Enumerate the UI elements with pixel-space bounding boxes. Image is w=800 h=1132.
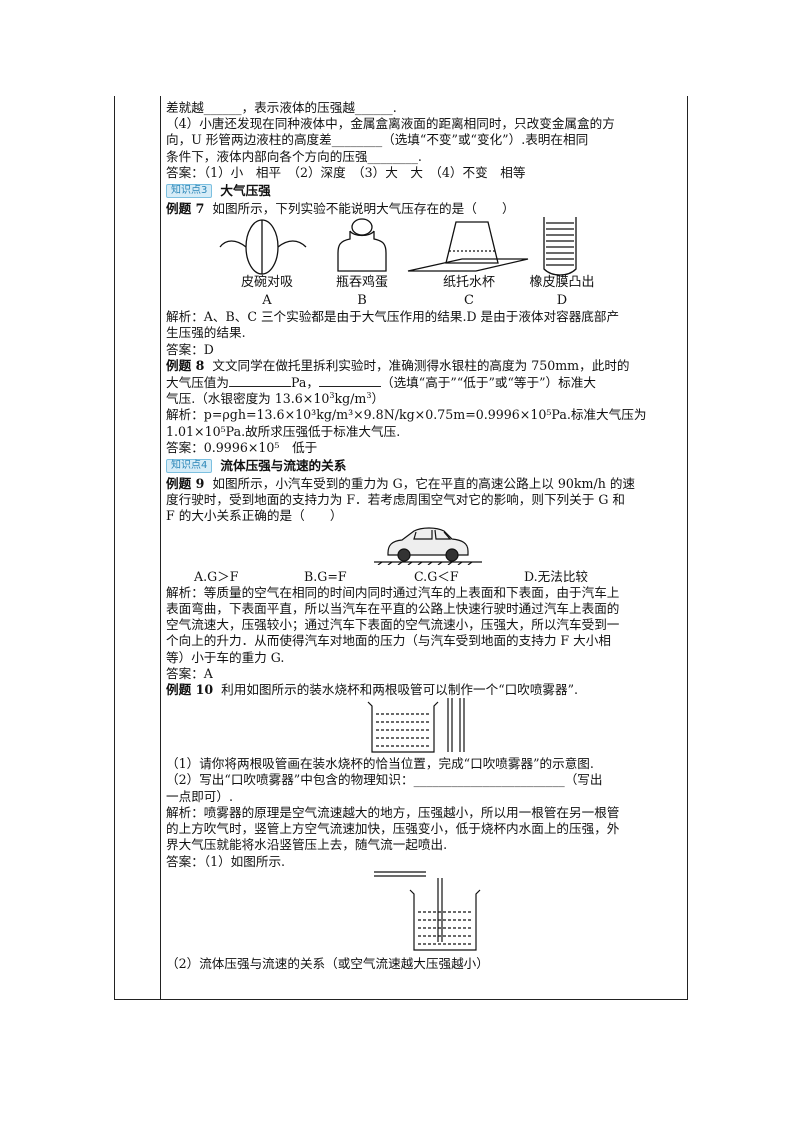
caption-b: 瓶吞鸡蛋: [335, 275, 388, 291]
analysis-line: 生压强的结果.: [166, 325, 246, 341]
worksheet-content: 差就越______，表示液体的压强越______. （4）小唐还发现在同种液体中…: [166, 100, 686, 972]
letter-a: A: [262, 293, 272, 309]
section-title: 大气压强: [220, 182, 271, 198]
knowledge-badge: 知识点3: [166, 184, 213, 199]
analysis-line: 解析：等质量的空气在相同的时间内同时通过汽车的上表面和下表面，由于汽车上: [166, 584, 620, 600]
analysis-line: 解析：p=ρgh=13.6×10³kg/m³×9.8N/kg×0.75m=0.9…: [166, 407, 647, 423]
answer-line: 答案：D: [166, 341, 214, 357]
option-d: D.无法比较: [524, 568, 589, 584]
text-line: 差就越______，表示液体的压强越______.: [166, 100, 397, 115]
analysis-line: 的上方吹气时，竖管上方空气流速加快，压强变小，低于烧杯内水面上的压强，外: [166, 821, 620, 837]
caption-c: 纸托水杯: [442, 275, 495, 291]
example-9-options: A.G＞F B.G=F C.G＜F D.无法比较: [166, 569, 686, 585]
caption-a: 皮碗对吸: [240, 275, 293, 291]
car-illustration: [374, 527, 482, 566]
example-10-figure: [166, 698, 686, 756]
question-text: kg/m: [334, 391, 367, 407]
answer-line: 答案：A: [166, 665, 213, 681]
example-7-figure: 皮碗对吸 瓶吞鸡蛋 纸托水杯 橡皮膜凸出 A B C D: [166, 217, 686, 309]
answer-line: 答案：0.9996×10⁵ 低于: [166, 439, 318, 455]
option-b: B.G=F: [304, 568, 347, 584]
text-line: 条件下，液体内部向各个方向的压强________.: [166, 148, 422, 164]
option-a: A.G＞F: [194, 568, 239, 584]
superscript: 3: [366, 391, 372, 401]
letter-c: C: [464, 293, 474, 309]
question-text: ）: [371, 391, 385, 407]
paper-cup-illustration: [407, 221, 529, 272]
question-line: （2）写出“口吹喷雾器”中包含的物理知识：___________________…: [166, 772, 603, 788]
question-text: Pa，: [290, 375, 319, 391]
answer-line: 答案：（1）如图所示.: [166, 853, 286, 869]
analysis-line: 界大气压就能将水沿竖管压上去，随气流一起喷出.: [166, 837, 448, 853]
answer-blank: [318, 374, 381, 388]
answer-blank: [228, 374, 291, 388]
bottle-egg-illustration: [337, 218, 387, 272]
table-border-right: [687, 96, 688, 1000]
example-7-question: 例题 7 如图所示，下列实验不能说明大气压存在的是（ ）: [166, 201, 686, 217]
question-line: 一点即可）.: [166, 788, 233, 804]
beaker-straws-illustration: [367, 698, 465, 753]
question-line: F 的大小关系正确的是（ ）: [166, 508, 343, 524]
question-text: 利用如图所示的装水烧杯和两根吸管可以制作一个“口吹喷雾器”.: [221, 682, 579, 698]
analysis-line: 等）小于车的重力 G.: [166, 649, 285, 665]
table-column-divider: [160, 96, 161, 1000]
table-border-left: [114, 96, 115, 1000]
question-text: （选填“高于”“低于”或“等于”）标准大: [380, 375, 596, 391]
answer-figure: [166, 870, 686, 954]
suction-cups-illustration: [219, 219, 307, 275]
knowledge-point-4-header: 知识点4 流体压强与流速的关系: [166, 457, 686, 475]
question-line: （1）请你将两根吸管画在装水烧杯的恰当位置，完成“口吹喷雾器”的示意图.: [166, 756, 594, 772]
table-border-bottom: [114, 999, 688, 1000]
example-8-question: 例题 8 文文同学在做托里拆利实验时，准确测得水银柱的高度为 750mm，此时的: [166, 358, 686, 374]
analysis-line: 1.01×10⁵Pa.故所求压强低于标准大气压.: [166, 423, 401, 439]
example-label: 例题 10: [166, 682, 214, 698]
knowledge-point-3-header: 知识点3 大气压强: [166, 182, 686, 200]
example-label: 例题 7: [166, 201, 205, 217]
analysis-line: 解析：A、B、C 三个实验都是由于大气压作用的结果.D 是由于液体对容器底部产: [166, 309, 620, 325]
example-9-figure: [166, 525, 686, 566]
question-text: 如图所示，下列实验不能说明大气压存在的是（ ）: [212, 201, 515, 217]
sprayer-answer-illustration: [374, 871, 481, 951]
question-text: 如图所示，小汽车受到的重力为 G，它在平直的高速公路上以 90km/h 的速: [212, 476, 636, 492]
text-line: （4）小唐还发现在同种液体中，金属盒离液面的距离相同时，只改变金属盒的方: [166, 116, 615, 132]
knowledge-badge: 知识点4: [166, 459, 213, 474]
example-label: 例题 8: [166, 357, 205, 373]
example-10-question: 例题 10 利用如图所示的装水烧杯和两根吸管可以制作一个“口吹喷雾器”.: [166, 682, 686, 698]
answer-line: （2）流体压强与流速的关系（或空气流速越大压强越小）: [166, 955, 489, 971]
option-c: C.G＜F: [414, 568, 459, 584]
analysis-line: 个向上的升力．从而使得汽车对地面的压力（与汽车受到地面的支持力 F 大小相: [166, 633, 611, 649]
caption-d: 橡皮膜凸出: [529, 275, 595, 291]
answer-line: 答案：（1）小 相平 （2）深度 （3）大 大 （4）不变 相等: [166, 164, 526, 180]
question-line: 气压.（水银密度为 13.6×103kg/m3）: [166, 391, 686, 407]
section-title: 流体压强与流速的关系: [220, 457, 347, 473]
question-line: 度行驶时，受到地面的支持力为 F．若考虑周围空气对它的影响，则下列关于 G 和: [166, 492, 625, 508]
experiment-illustrations: [219, 217, 577, 276]
beaker-membrane-illustration: [543, 217, 577, 276]
analysis-line: 表面弯曲，下表面平直，所以当汽车在平直的公路上快速行驶时通过汽车上表面的: [166, 601, 620, 617]
question-text: 文文同学在做托里拆利实验时，准确测得水银柱的高度为 750mm，此时的: [212, 357, 630, 373]
analysis-line: 空气流速大，压强较小；通过汽车下表面的空气流速小，压强大，所以汽车受到一: [166, 617, 620, 633]
letter-b: B: [357, 293, 367, 309]
letter-d: D: [556, 293, 568, 309]
question-text: 气压.（水银密度为 13.6×10: [166, 391, 330, 407]
superscript: 3: [329, 391, 335, 401]
question-line: 大气压值为 Pa， （选填“高于”“低于”或“等于”）标准大: [166, 374, 686, 391]
example-label: 例题 9: [166, 476, 205, 492]
text-line: 向，U 形管两边液柱的高度差________（选填“不变”或“变化”）.表明在相…: [166, 132, 589, 148]
question-text: 大气压值为: [166, 375, 229, 391]
analysis-line: 解析：喷雾器的原理是空气流速越大的地方，压强越小，所以用一根管在另一根管: [166, 804, 620, 820]
example-9-question: 例题 9 如图所示，小汽车受到的重力为 G，它在平直的高速公路上以 90km/h…: [166, 476, 686, 492]
